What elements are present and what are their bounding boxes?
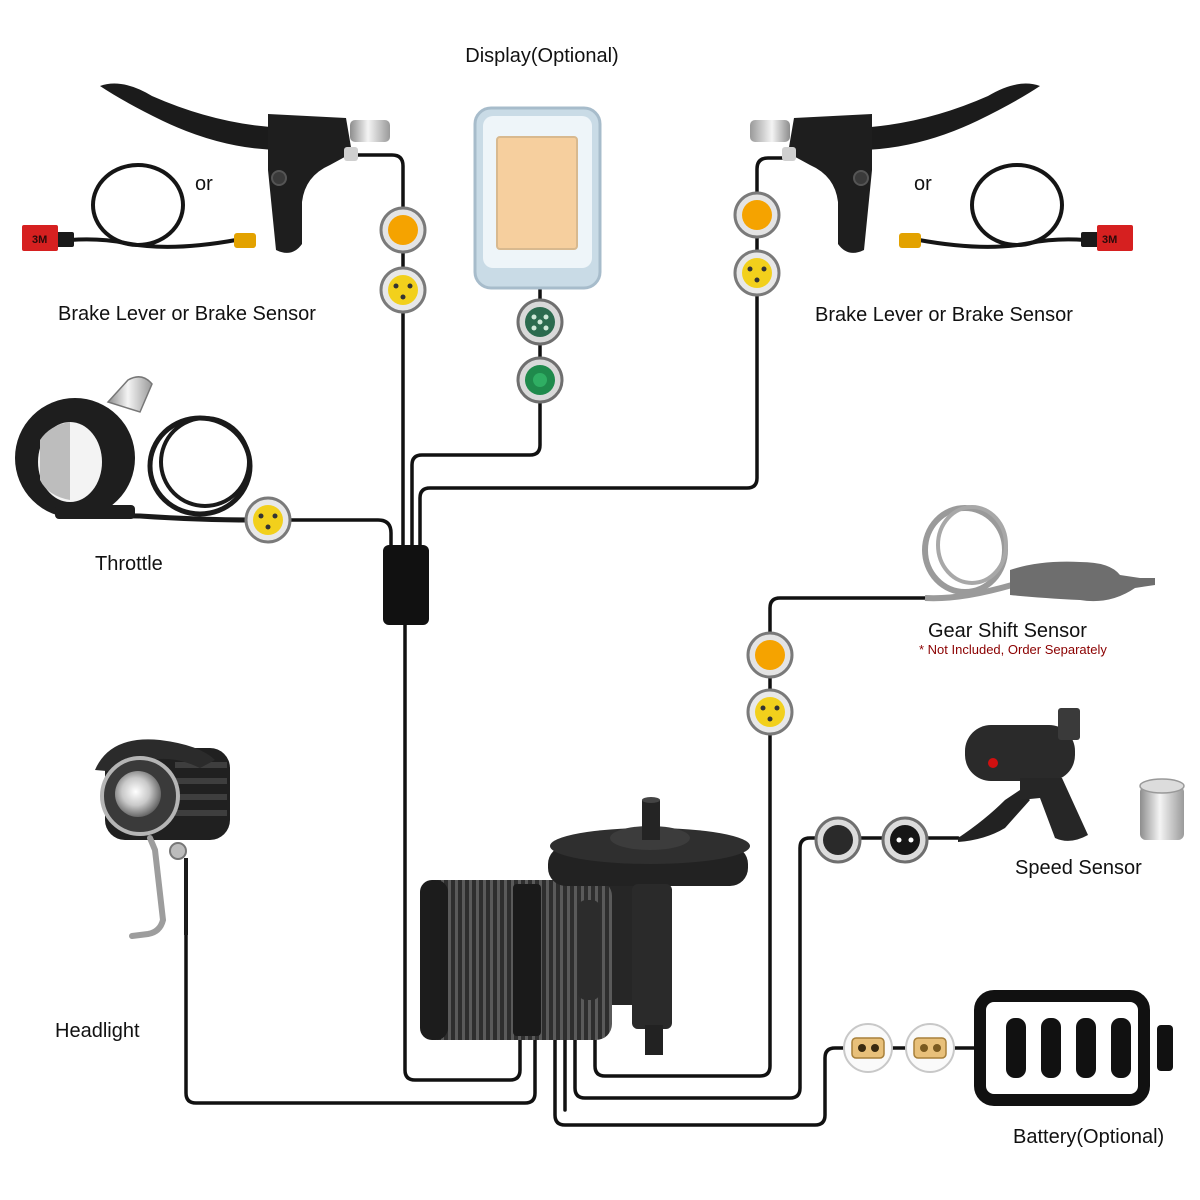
sensor-tab-brand-right: 3M: [1102, 234, 1117, 246]
speed-sensor-led: [988, 758, 998, 768]
brake-switch-tip: [350, 120, 390, 142]
speed-sensor-connector-male: [881, 816, 929, 864]
speed-sensor-magnet: [1140, 786, 1184, 840]
wires: [184, 153, 980, 1127]
headlight-lens: [115, 771, 161, 817]
left-brake-wire: [350, 153, 405, 550]
left-brake-connector-female: [379, 206, 427, 254]
display-connector-male: [516, 298, 564, 346]
sensor-tab-brand-left: 3M: [32, 234, 47, 246]
display-unit: [473, 106, 602, 290]
right-brake-wire: [418, 156, 794, 550]
headlight-wire: [184, 933, 537, 1105]
speed-sensor: [958, 708, 1185, 842]
gear-shift-connector-male: [746, 688, 794, 736]
left-brake-connector-male: [379, 266, 427, 314]
throttle-connector-male: [244, 496, 292, 544]
right-brake-connector-female: [733, 191, 781, 239]
speed-sensor-wire: [573, 836, 960, 1100]
left-brake-lever: [100, 83, 390, 253]
speed-sensor-connector-female: [814, 816, 862, 864]
display-connector-female: [516, 356, 564, 404]
display-screen: [496, 136, 578, 250]
right-brake-connector-male: [733, 249, 781, 297]
battery-wire: [553, 1033, 980, 1127]
headlight: [95, 739, 230, 939]
splitter-hub: [383, 545, 429, 625]
throttle-wire: [288, 518, 393, 550]
left-brake-sensor: [22, 163, 256, 251]
gear-shift-sensor: [922, 505, 1155, 602]
right-brake-lever: [750, 83, 1040, 253]
throttle-label: Throttle: [95, 553, 163, 575]
battery-connector-male: [905, 1023, 955, 1073]
sensor-tab: [22, 225, 58, 251]
gear-shift-wire: [593, 596, 927, 1078]
right-brake-sensor: [899, 163, 1133, 251]
hub-to-motor-wire: [403, 620, 522, 1082]
speed-sensor-label: Speed Sensor: [1015, 857, 1142, 879]
throttle: [15, 376, 253, 523]
battery-connector-female: [843, 1023, 893, 1073]
battery-icon: [974, 990, 1173, 1106]
left-brake-label: Brake Lever or Brake Sensor: [58, 303, 316, 325]
gear-shift-connector-female: [746, 631, 794, 679]
left-or-label: or: [195, 173, 213, 195]
display-wire: [410, 286, 542, 550]
display-label: Display(Optional): [465, 45, 618, 67]
right-or-label: or: [914, 173, 932, 195]
battery-label: Battery(Optional): [1013, 1126, 1164, 1148]
gear-shift-label: Gear Shift Sensor: [928, 620, 1087, 642]
right-brake-label: Brake Lever or Brake Sensor: [815, 304, 1073, 326]
mid-drive-motor: [420, 797, 750, 1055]
gear-shift-note: * Not Included, Order Separately: [919, 642, 1107, 657]
headlight-label: Headlight: [55, 1020, 140, 1042]
